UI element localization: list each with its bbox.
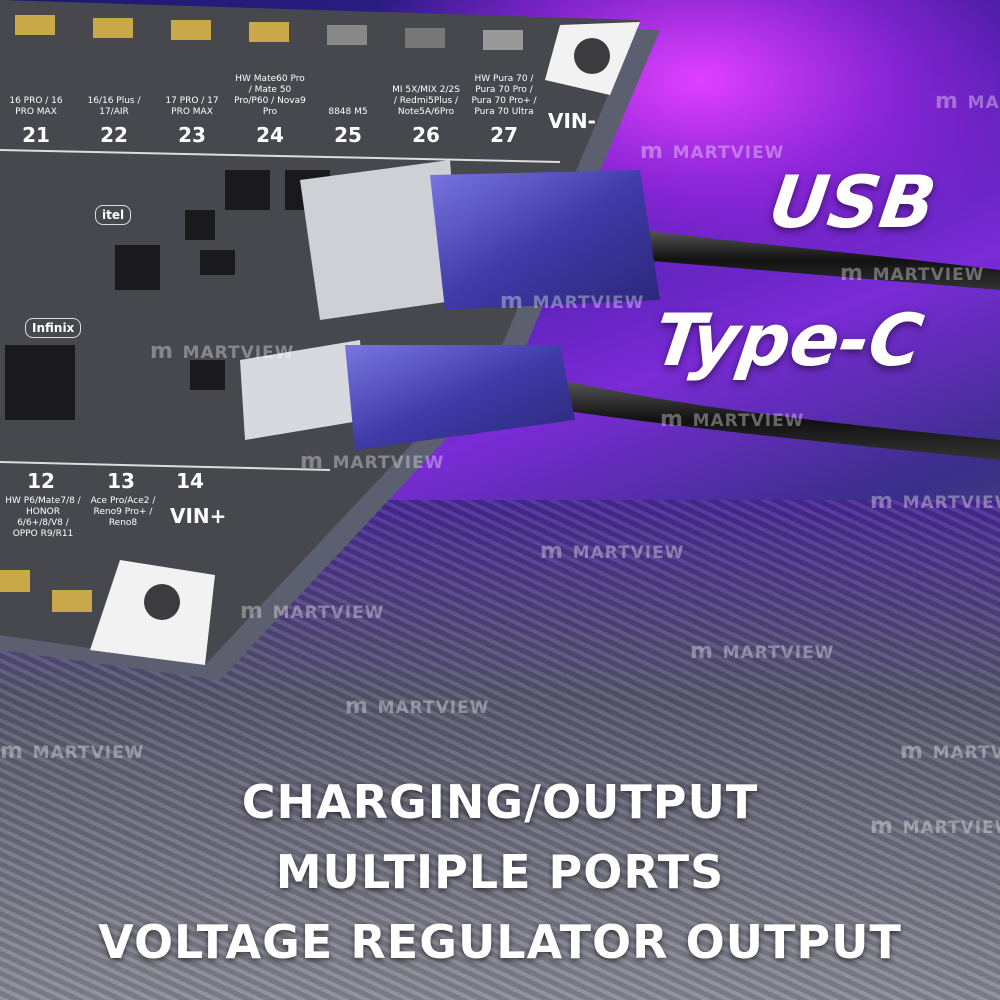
slot-label: 16 PRO / 16 PRO MAX <box>9 96 63 117</box>
headline-line-3: VOLTAGE REGULATOR OUTPUT <box>98 915 902 969</box>
watermark: MARTVIEW <box>300 450 444 475</box>
watermark: MARTVIEW <box>240 600 384 625</box>
watermark: MARTVIEW <box>900 740 1000 765</box>
brand-tag-infinix: Infinix <box>25 318 82 338</box>
connectors <box>0 15 523 612</box>
watermark: MARTVIEW <box>150 340 294 365</box>
slot-label: HW Pura 70 / Pura 70 Pro / Pura 70 Pro+ … <box>471 74 537 117</box>
watermark: MARTVIEW <box>840 262 984 287</box>
slot-number: 13 <box>107 469 135 493</box>
slot-label: HW Mate60 Pro / Mate 50 Pro/P60 / Nova9 … <box>234 74 306 117</box>
slot-label: HW P6/Mate7/8 / HONOR 6/6+/8/V8 / OPPO R… <box>5 496 81 539</box>
watermark: MARTVIEW <box>640 140 784 165</box>
watermark: MARTVIEW <box>0 740 144 765</box>
brand-tag-itel: itel <box>95 205 132 225</box>
slot-number: 23 <box>178 123 206 147</box>
slot-number: 12 <box>27 469 55 493</box>
watermark: MARTVIEW <box>935 90 1000 115</box>
usb-cable <box>300 160 1000 320</box>
watermark: MARTVIEW <box>870 815 1000 840</box>
slot-number: 21 <box>22 123 50 147</box>
slot-label: MI 5X/MIX 2/2S / Redmi5Plus / Note5A/6Pr… <box>392 85 460 117</box>
mount-hole <box>574 38 610 74</box>
vin-minus-label: VIN- <box>548 109 596 133</box>
slot-number: 24 <box>256 123 284 147</box>
watermark: MARTVIEW <box>660 408 804 433</box>
slot-label: 16/16 Plus / 17/AIR <box>87 96 141 117</box>
watermark: MARTVIEW <box>870 490 1000 515</box>
headline-line-2: MULTIPLE PORTS <box>275 845 725 899</box>
vin-plus-label: VIN+ <box>170 504 227 528</box>
watermark: MARTVIEW <box>345 695 489 720</box>
slot-label: 17 PRO / 17 PRO MAX <box>165 96 219 117</box>
slot-number: 25 <box>334 123 362 147</box>
watermark: MARTVIEW <box>500 290 644 315</box>
slot-number: 14 <box>176 469 204 493</box>
slot-number: 27 <box>490 123 518 147</box>
watermark: MARTVIEW <box>690 640 834 665</box>
mount-hole <box>144 584 180 620</box>
pcb-board <box>0 0 660 680</box>
slot-number: 26 <box>412 123 440 147</box>
slot-number: 22 <box>100 123 128 147</box>
slot-label: 8848 M5 <box>328 107 368 117</box>
watermark: MARTVIEW <box>540 540 684 565</box>
headline-line-1: CHARGING/OUTPUT <box>241 775 759 829</box>
slot-label: Ace Pro/Ace2 / Reno9 Pro+ / Reno8 <box>90 496 156 528</box>
usb-label: USB <box>764 160 942 244</box>
type-c-label: Type-C <box>649 298 929 382</box>
